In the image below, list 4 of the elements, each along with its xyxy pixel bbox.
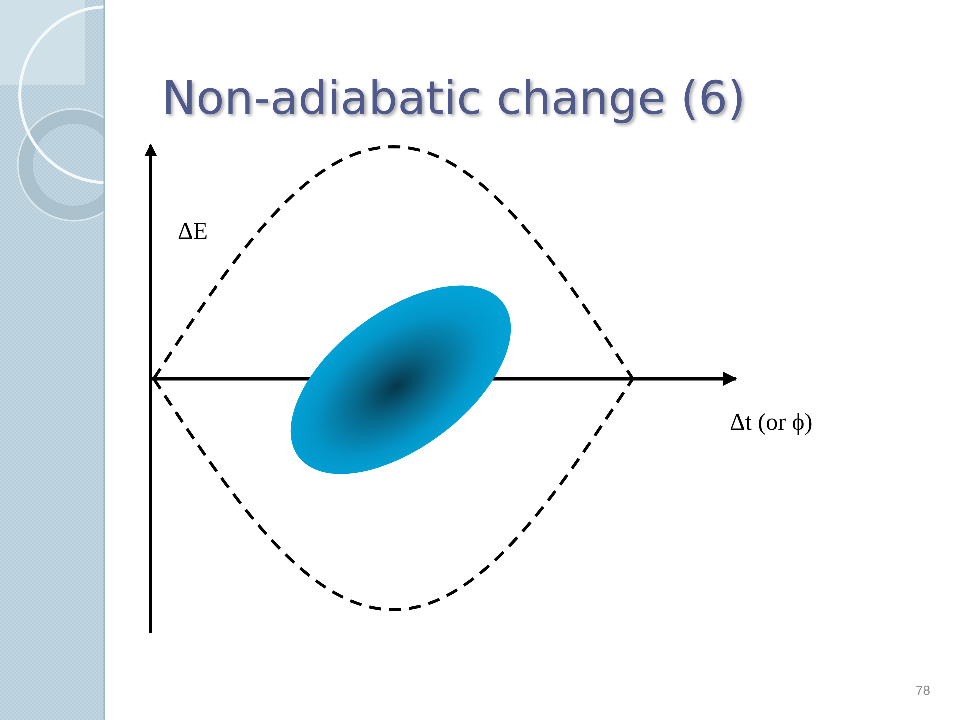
- page-number: 78: [916, 684, 930, 699]
- axis-label: ΔE: [178, 219, 208, 247]
- axis-label: Δt (or ϕ): [730, 410, 813, 438]
- slide-title: Non-adiabatic change (6): [162, 70, 746, 126]
